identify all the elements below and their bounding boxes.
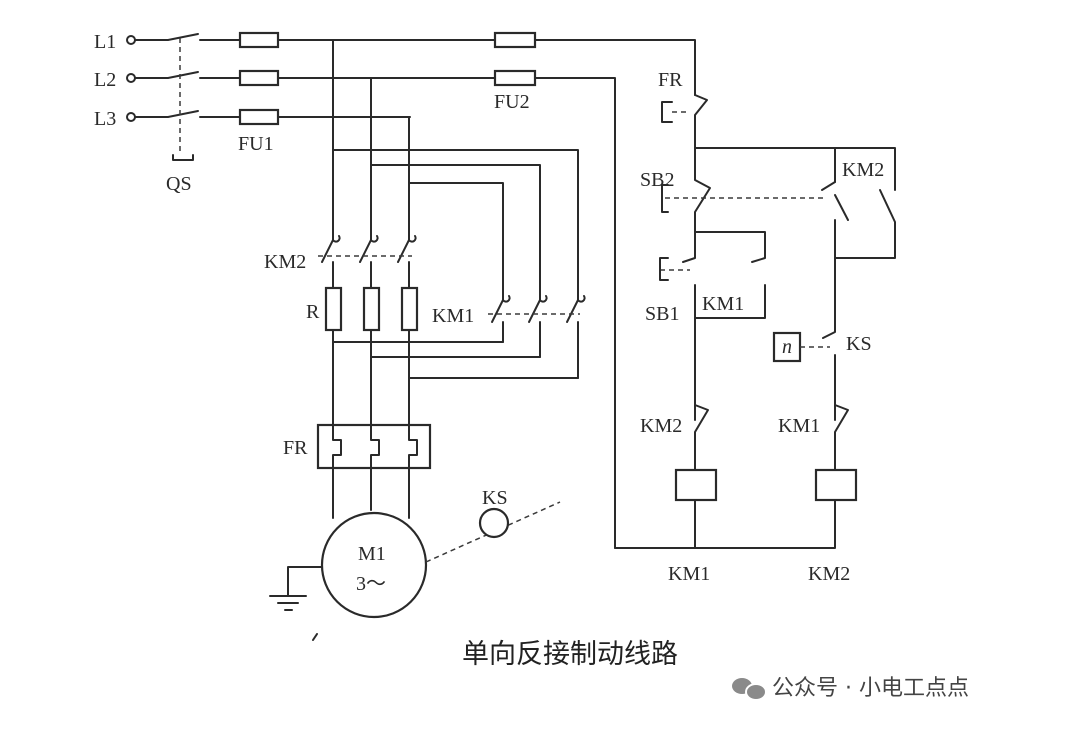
thermal-relay-FR-main: FR <box>283 423 432 519</box>
label-KM1-hold: KM1 <box>702 293 744 315</box>
label-L1: L1 <box>94 31 116 53</box>
label-KM2-interlock: KM2 <box>640 415 682 437</box>
label-KM2-main: KM2 <box>264 251 306 273</box>
label-M1: M1 <box>358 543 386 565</box>
label-FR-main: FR <box>283 437 308 459</box>
wechat-icon <box>732 674 767 701</box>
label-KM1-interlock: KM1 <box>778 415 820 437</box>
label-QS: QS <box>166 173 192 195</box>
watermark: 公众号 · 小电工点点 <box>732 670 969 702</box>
label-SB1: SB1 <box>645 303 679 325</box>
supply-terminals: L1 L2 L3 <box>94 31 136 130</box>
label-motor-phase: 3～ <box>356 573 386 595</box>
label-KM2-hold: KM2 <box>842 159 884 181</box>
label-FU1: FU1 <box>238 133 274 155</box>
isolating-switch-QS: QS <box>134 33 233 195</box>
label-KS: KS <box>846 333 872 355</box>
fuses-FU1: FU1 <box>231 31 496 155</box>
label-L3: L3 <box>94 108 116 130</box>
watermark-text: 公众号 · 小电工点点 <box>772 676 969 701</box>
label-KM2-coil: KM2 <box>808 563 850 585</box>
contacts-KM1-main: KM1 <box>332 295 586 379</box>
label-R: R <box>306 301 320 323</box>
label-FU2: FU2 <box>494 91 530 113</box>
label-L2: L2 <box>94 69 116 91</box>
label-FR-control: FR <box>658 69 683 91</box>
label-SB2: SB2 <box>640 169 674 191</box>
contacts-KM2-main: KM2 <box>264 235 417 289</box>
control-rungs: SB2 KM2 KM1 SB1 n KS KM2 KM1 KM1 KM2 <box>614 147 896 585</box>
label-speed-n: n <box>782 336 792 358</box>
label-KS-motor: KS <box>482 487 508 509</box>
fuses-FU2: FU2 <box>493 31 696 549</box>
label-KM1-coil: KM1 <box>668 563 710 585</box>
resistors-R: R <box>306 286 419 426</box>
motor-M1: M1 3～ KS <box>269 487 561 641</box>
main-phase-lines <box>332 39 579 301</box>
label-KM1-main: KM1 <box>432 305 474 327</box>
control-FR-contact: FR <box>658 69 708 149</box>
diagram-caption: 单向反接制动线路 <box>462 639 678 670</box>
